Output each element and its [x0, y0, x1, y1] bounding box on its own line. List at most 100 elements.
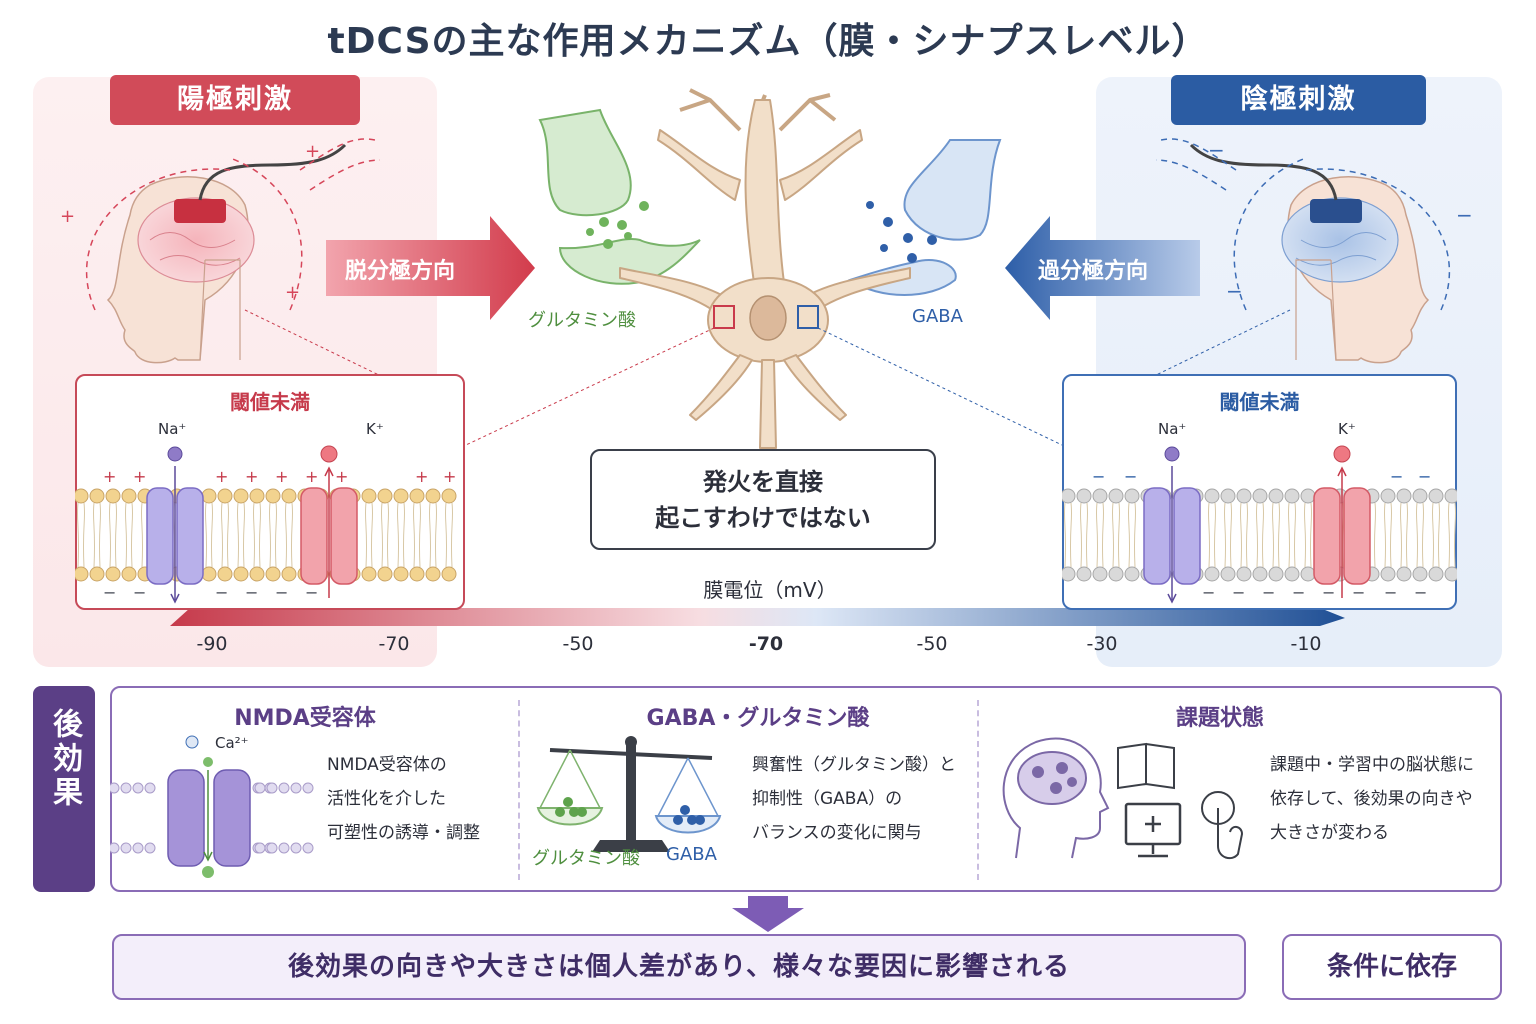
anodal-subthreshold-label: 閾値未満	[230, 390, 310, 414]
anodal-k-label: K⁺	[366, 420, 384, 438]
svg-text:−: −	[1208, 138, 1225, 162]
svg-text:+: +	[305, 141, 320, 162]
after-effects-text: 後効果	[47, 708, 82, 810]
axis-tick: -70	[748, 633, 784, 655]
svg-text:+: +	[215, 467, 228, 486]
nmda-title: NMDA受容体	[234, 706, 376, 731]
balance-title: GABA・グルタミン酸	[646, 706, 870, 731]
tap-icon	[1201, 791, 1244, 860]
balance-desc-line: バランスの変化に関与	[752, 823, 922, 843]
axis-tick: -50	[562, 633, 594, 655]
svg-text:−: −	[1292, 583, 1305, 602]
book-icon	[1117, 742, 1175, 790]
svg-text:−: −	[215, 583, 228, 602]
svg-text:−: −	[1232, 583, 1245, 602]
balance-scale-icon	[536, 736, 722, 852]
svg-text:−: −	[133, 583, 146, 602]
gaba-synapse	[847, 139, 1002, 296]
axis-tick: -50	[916, 633, 948, 655]
axis-tick: -30	[1086, 633, 1118, 655]
after-effects-box	[110, 686, 1502, 892]
svg-text:−: −	[1092, 467, 1105, 486]
neuron-anodal-zoom-marker	[713, 305, 735, 329]
svg-text:−: −	[245, 583, 258, 602]
scale-gaba-label: GABA	[666, 844, 717, 865]
task-desc-line: 依存して、後効果の向きや	[1270, 789, 1473, 809]
svg-text:+: +	[60, 206, 75, 227]
svg-text:−: −	[275, 583, 288, 602]
task-state-title: 課題状態	[1175, 706, 1264, 731]
axis-tick: -90	[196, 633, 228, 655]
page-title: tDCSの主な作用メカニズム（膜・シナプスレベル）	[327, 21, 1209, 62]
svg-text:+: +	[103, 467, 116, 486]
after-effects-side-label: 後効果	[33, 686, 95, 892]
cathodal-membrane-svg: −−−−−−−−−−−−	[1062, 445, 1457, 604]
svg-text:−: −	[1124, 467, 1137, 486]
membrane-potential-title: 膜電位（mV）	[703, 578, 837, 602]
ion-channel	[300, 487, 358, 585]
svg-text:−: −	[1202, 583, 1215, 602]
task-desc-line: 大きさが変わる	[1270, 823, 1389, 843]
svg-text:−: −	[1418, 467, 1431, 486]
axis-tick: -70	[378, 633, 410, 655]
neuron-illustration	[619, 88, 911, 449]
svg-text:−: −	[1390, 467, 1403, 486]
conclusion-banner: 後効果の向きや大きさは個人差があり、様々な要因に影響される	[112, 934, 1246, 1000]
scale-glutamate-label: グルタミン酸	[532, 848, 640, 869]
cathodal-head-illustration	[1155, 138, 1451, 364]
cathodal-na-label: Na⁺	[1158, 420, 1187, 438]
neuron-cathodal-zoom-marker	[797, 305, 819, 329]
glutamate-vesicles	[586, 201, 649, 249]
axis-tick: -10	[1290, 633, 1322, 655]
svg-text:−: −	[1384, 583, 1397, 602]
no-direct-firing-note: 発火を直接 起こすわけではない	[590, 449, 936, 550]
balance-desc-line: 抑制性（GABA）の	[752, 789, 903, 809]
svg-text:+: +	[415, 467, 428, 486]
ion-channel	[146, 487, 204, 585]
cathodal-minus-marks: −−−	[1208, 138, 1473, 303]
note-line-2: 起こすわけではない	[655, 504, 871, 532]
depolarization-arrow	[326, 216, 535, 320]
ca-ion-label: Ca²⁺	[215, 734, 249, 752]
nmda-description: NMDA受容体の 活性化を介した 可塑性の誘導・調整	[327, 748, 480, 850]
svg-text:−: −	[305, 583, 318, 602]
cathodal-subthreshold-label: 閾値未満	[1219, 390, 1300, 414]
hyperpolarization-label: 過分極方向	[1038, 259, 1149, 284]
nmda-illustration	[110, 735, 314, 878]
nmda-desc-line: NMDA受容体の	[327, 755, 447, 775]
svg-text:+: +	[305, 467, 318, 486]
down-arrow-icon	[732, 896, 804, 932]
hyperpolarization-arrow	[1005, 216, 1200, 320]
head-brain-icon	[1002, 737, 1110, 859]
svg-text:−: −	[1414, 583, 1427, 602]
balance-desc-line: 興奮性（グルタミン酸）と	[752, 755, 956, 775]
gaba-label: GABA	[912, 306, 963, 327]
note-line-1: 発火を直接	[703, 468, 823, 496]
ion-channel	[1143, 487, 1201, 585]
svg-text:+: +	[275, 467, 288, 486]
gaba-vesicles	[866, 201, 937, 263]
svg-text:+: +	[245, 467, 258, 486]
anodal-na-label: Na⁺	[158, 420, 187, 438]
membrane-potential-bar	[170, 608, 1345, 626]
svg-text:−: −	[1262, 583, 1275, 602]
svg-text:+: +	[285, 282, 300, 303]
condition-dependent-badge: 条件に依存	[1282, 934, 1502, 1000]
ion-channel	[1313, 487, 1371, 585]
anodal-membrane-svg: +++++++++−−−−−−	[75, 445, 457, 604]
task-state-icons	[1002, 737, 1244, 860]
svg-text:+: +	[443, 467, 456, 486]
anodal-head-illustration: + + +	[60, 138, 381, 364]
svg-text:−: −	[1456, 203, 1473, 227]
svg-text:−: −	[103, 583, 116, 602]
task-desc-line: 課題中・学習中の脳状態に	[1270, 755, 1474, 775]
task-description: 課題中・学習中の脳状態に 依存して、後効果の向きや 大きさが変わる	[1270, 748, 1474, 850]
nmda-desc-line: 活性化を介した	[327, 789, 446, 809]
svg-text:+: +	[335, 467, 348, 486]
divider	[977, 700, 979, 880]
anodal-label: 陽極刺激	[110, 75, 360, 125]
glutamate-synapse	[538, 108, 701, 285]
depolarization-label: 脱分極方向	[345, 259, 456, 284]
svg-text:+: +	[133, 467, 146, 486]
